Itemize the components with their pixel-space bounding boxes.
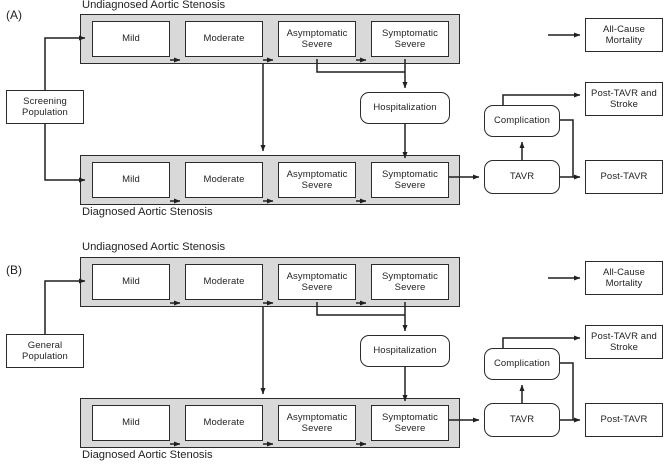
panel-a-undiagnosed-stage-asymptomatic-severe[interactable]: Asymptomatic Severe [278,21,356,57]
panel-b-post-tavr-and-stroke[interactable]: Post-TAVR and Stroke [585,325,663,359]
panel-b-general-population[interactable]: General Population [6,334,84,368]
panel-a-tavr[interactable]: TAVR [484,160,560,194]
panel-b-post-tavr[interactable]: Post-TAVR [585,403,663,437]
panel-a: (A) Undiagnosed Aortic Stenosis Mild Mod… [6,0,663,218]
panel-a-undiagnosed-stage-moderate[interactable]: Moderate [185,21,263,57]
panel-a-letter: (A) [6,8,22,22]
panel-a-diagnosed-band-label: Diagnosed Aortic Stenosis [82,206,213,218]
panel-b-diagnosed-stage-mild[interactable]: Mild [92,405,170,441]
panel-b-diagnosed-band-label: Diagnosed Aortic Stenosis [82,449,213,461]
panel-b-letter: (B) [6,263,22,277]
panel-a-diagnosed-stage-symptomatic-severe[interactable]: Symptomatic Severe [371,162,449,198]
panel-b: (B) Undiagnosed Aortic Stenosis Mild Mod… [0,233,669,466]
panel-b-all-cause-mortality[interactable]: All-Cause Mortality [585,261,663,295]
panel-a-diagnosed-stage-asymptomatic-severe[interactable]: Asymptomatic Severe [278,162,356,198]
panel-a-all-cause-mortality[interactable]: All-Cause Mortality [585,18,663,52]
panel-b-tavr[interactable]: TAVR [484,403,560,437]
panel-b-complication[interactable]: Complication [484,348,560,380]
panel-b-undiagnosed-stage-symptomatic-severe[interactable]: Symptomatic Severe [371,264,449,300]
panel-a-connectors [44,32,581,204]
panel-b-undiagnosed-stage-asymptomatic-severe[interactable]: Asymptomatic Severe [278,264,356,300]
panel-a-hospitalization[interactable]: Hospitalization [360,92,450,124]
panel-a-undiagnosed-band-label: Undiagnosed Aortic Stenosis [82,0,226,11]
panel-a-undiagnosed-stage-symptomatic-severe[interactable]: Symptomatic Severe [371,21,449,57]
panel-b-diagnosed-stage-asymptomatic-severe[interactable]: Asymptomatic Severe [278,405,356,441]
panel-a-diagnosed-stage-moderate[interactable]: Moderate [185,162,263,198]
panel-b-diagnosed-stage-symptomatic-severe[interactable]: Symptomatic Severe [371,405,449,441]
panel-b-connectors [44,275,581,447]
panel-a-post-tavr[interactable]: Post-TAVR [585,160,663,194]
panel-a-diagnosed-stage-mild[interactable]: Mild [92,162,170,198]
panel-a-screening-population[interactable]: Screening Population [6,90,84,124]
panel-b-undiagnosed-band-label: Undiagnosed Aortic Stenosis [82,241,226,253]
panel-b-diagnosed-stage-moderate[interactable]: Moderate [185,405,263,441]
panel-b-undiagnosed-stage-moderate[interactable]: Moderate [185,264,263,300]
panel-a-post-tavr-and-stroke[interactable]: Post-TAVR and Stroke [585,82,663,116]
panel-a-complication[interactable]: Complication [484,105,560,137]
panel-b-hospitalization[interactable]: Hospitalization [360,335,450,367]
panel-a-undiagnosed-stage-mild[interactable]: Mild [92,21,170,57]
panel-b-undiagnosed-stage-mild[interactable]: Mild [92,264,170,300]
